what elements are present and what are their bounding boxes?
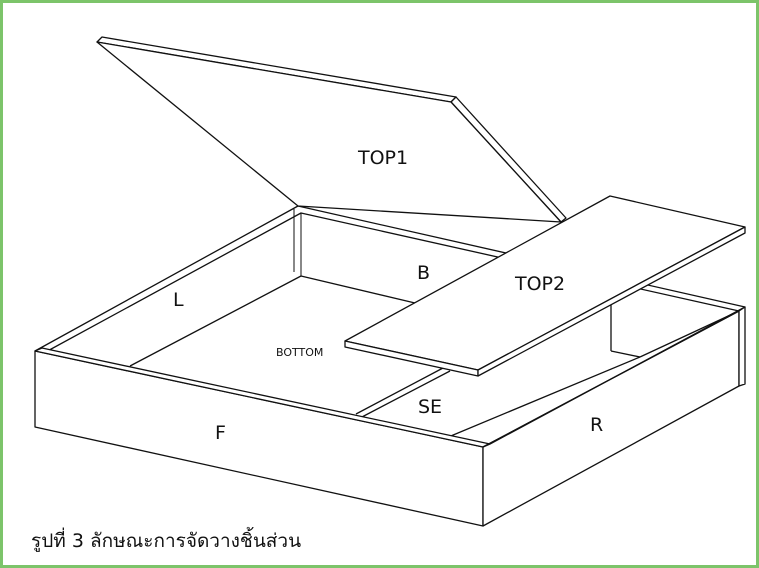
top1-lid bbox=[96, 36, 567, 223]
label-left: L bbox=[173, 289, 184, 311]
label-separator: SE bbox=[418, 396, 442, 418]
label-front: F bbox=[215, 422, 226, 444]
right-wall bbox=[482, 306, 746, 527]
label-top1: TOP1 bbox=[357, 147, 408, 169]
label-bottom: BOTTOM bbox=[276, 346, 323, 359]
front-wall bbox=[34, 347, 491, 527]
figure-caption: รูปที่ 3 ลักษณะการจัดวางชิ้นส่วน bbox=[31, 530, 302, 552]
top2-lid bbox=[344, 195, 746, 377]
label-top2: TOP2 bbox=[514, 273, 565, 295]
label-back: B bbox=[417, 262, 430, 284]
box-assembly-drawing: TOP1 TOP2 B L BOTTOM SE F R bbox=[34, 36, 746, 527]
label-right: R bbox=[590, 414, 603, 436]
